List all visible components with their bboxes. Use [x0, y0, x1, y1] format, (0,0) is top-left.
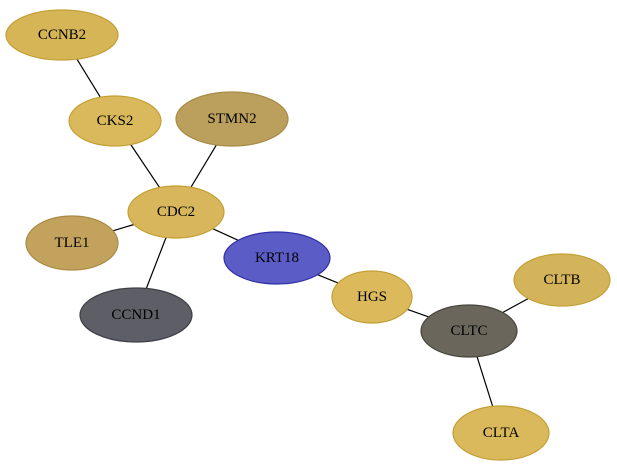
node-cltc[interactable]: CLTC: [420, 304, 518, 358]
node-clta[interactable]: CLTA: [452, 405, 550, 461]
edge-layer: [76, 58, 529, 407]
edge-cltc-clta: [476, 356, 494, 407]
edge-cltc-cltb: [502, 297, 529, 314]
node-hgs-label: HGS: [357, 289, 387, 305]
edge-hgs-cltc: [407, 308, 429, 318]
edge-stmn2-cdc2: [190, 144, 217, 188]
node-krt18-label: KRT18: [255, 250, 299, 266]
node-stmn2[interactable]: STMN2: [175, 91, 289, 147]
node-stmn2-shape[interactable]: [175, 91, 289, 147]
node-krt18[interactable]: KRT18: [223, 231, 331, 285]
edge-ccnd1-cdc2: [145, 237, 167, 289]
node-cltb-shape[interactable]: [513, 253, 611, 307]
edge-tle1-cdc2: [112, 223, 135, 232]
node-cltc-shape[interactable]: [420, 304, 518, 358]
node-cdc2-label: CDC2: [157, 204, 195, 220]
node-clta-shape[interactable]: [452, 405, 550, 461]
edge-krt18-hgs: [317, 274, 339, 284]
node-stmn2-label: STMN2: [207, 111, 256, 127]
node-cks2-label: CKS2: [97, 113, 134, 129]
node-tle1-label: TLE1: [55, 235, 90, 251]
node-tle1[interactable]: TLE1: [25, 215, 119, 271]
node-ccnd1-label: CCND1: [111, 307, 160, 323]
node-ccnb2-shape[interactable]: [5, 9, 119, 61]
node-hgs-shape[interactable]: [331, 270, 413, 324]
node-tle1-shape[interactable]: [25, 215, 119, 271]
node-cks2-shape[interactable]: [68, 95, 162, 147]
node-cks2[interactable]: CKS2: [68, 95, 162, 147]
node-ccnb2-label: CCNB2: [38, 27, 86, 43]
node-clta-label: CLTA: [483, 425, 520, 441]
node-cltb[interactable]: CLTB: [513, 253, 611, 307]
node-ccnb2[interactable]: CCNB2: [5, 9, 119, 61]
edge-ccnb2-cks2: [76, 58, 101, 98]
node-krt18-shape[interactable]: [223, 231, 331, 285]
node-ccnd1[interactable]: CCND1: [79, 287, 193, 343]
node-hgs[interactable]: HGS: [331, 270, 413, 324]
node-cltc-label: CLTC: [451, 323, 488, 339]
edge-cks2-cdc2: [130, 144, 161, 188]
node-cdc2[interactable]: CDC2: [127, 185, 225, 239]
edge-cdc2-krt18: [212, 228, 239, 241]
node-cdc2-shape[interactable]: [127, 185, 225, 239]
node-ccnd1-shape[interactable]: [79, 287, 193, 343]
node-cltb-label: CLTB: [544, 272, 581, 288]
